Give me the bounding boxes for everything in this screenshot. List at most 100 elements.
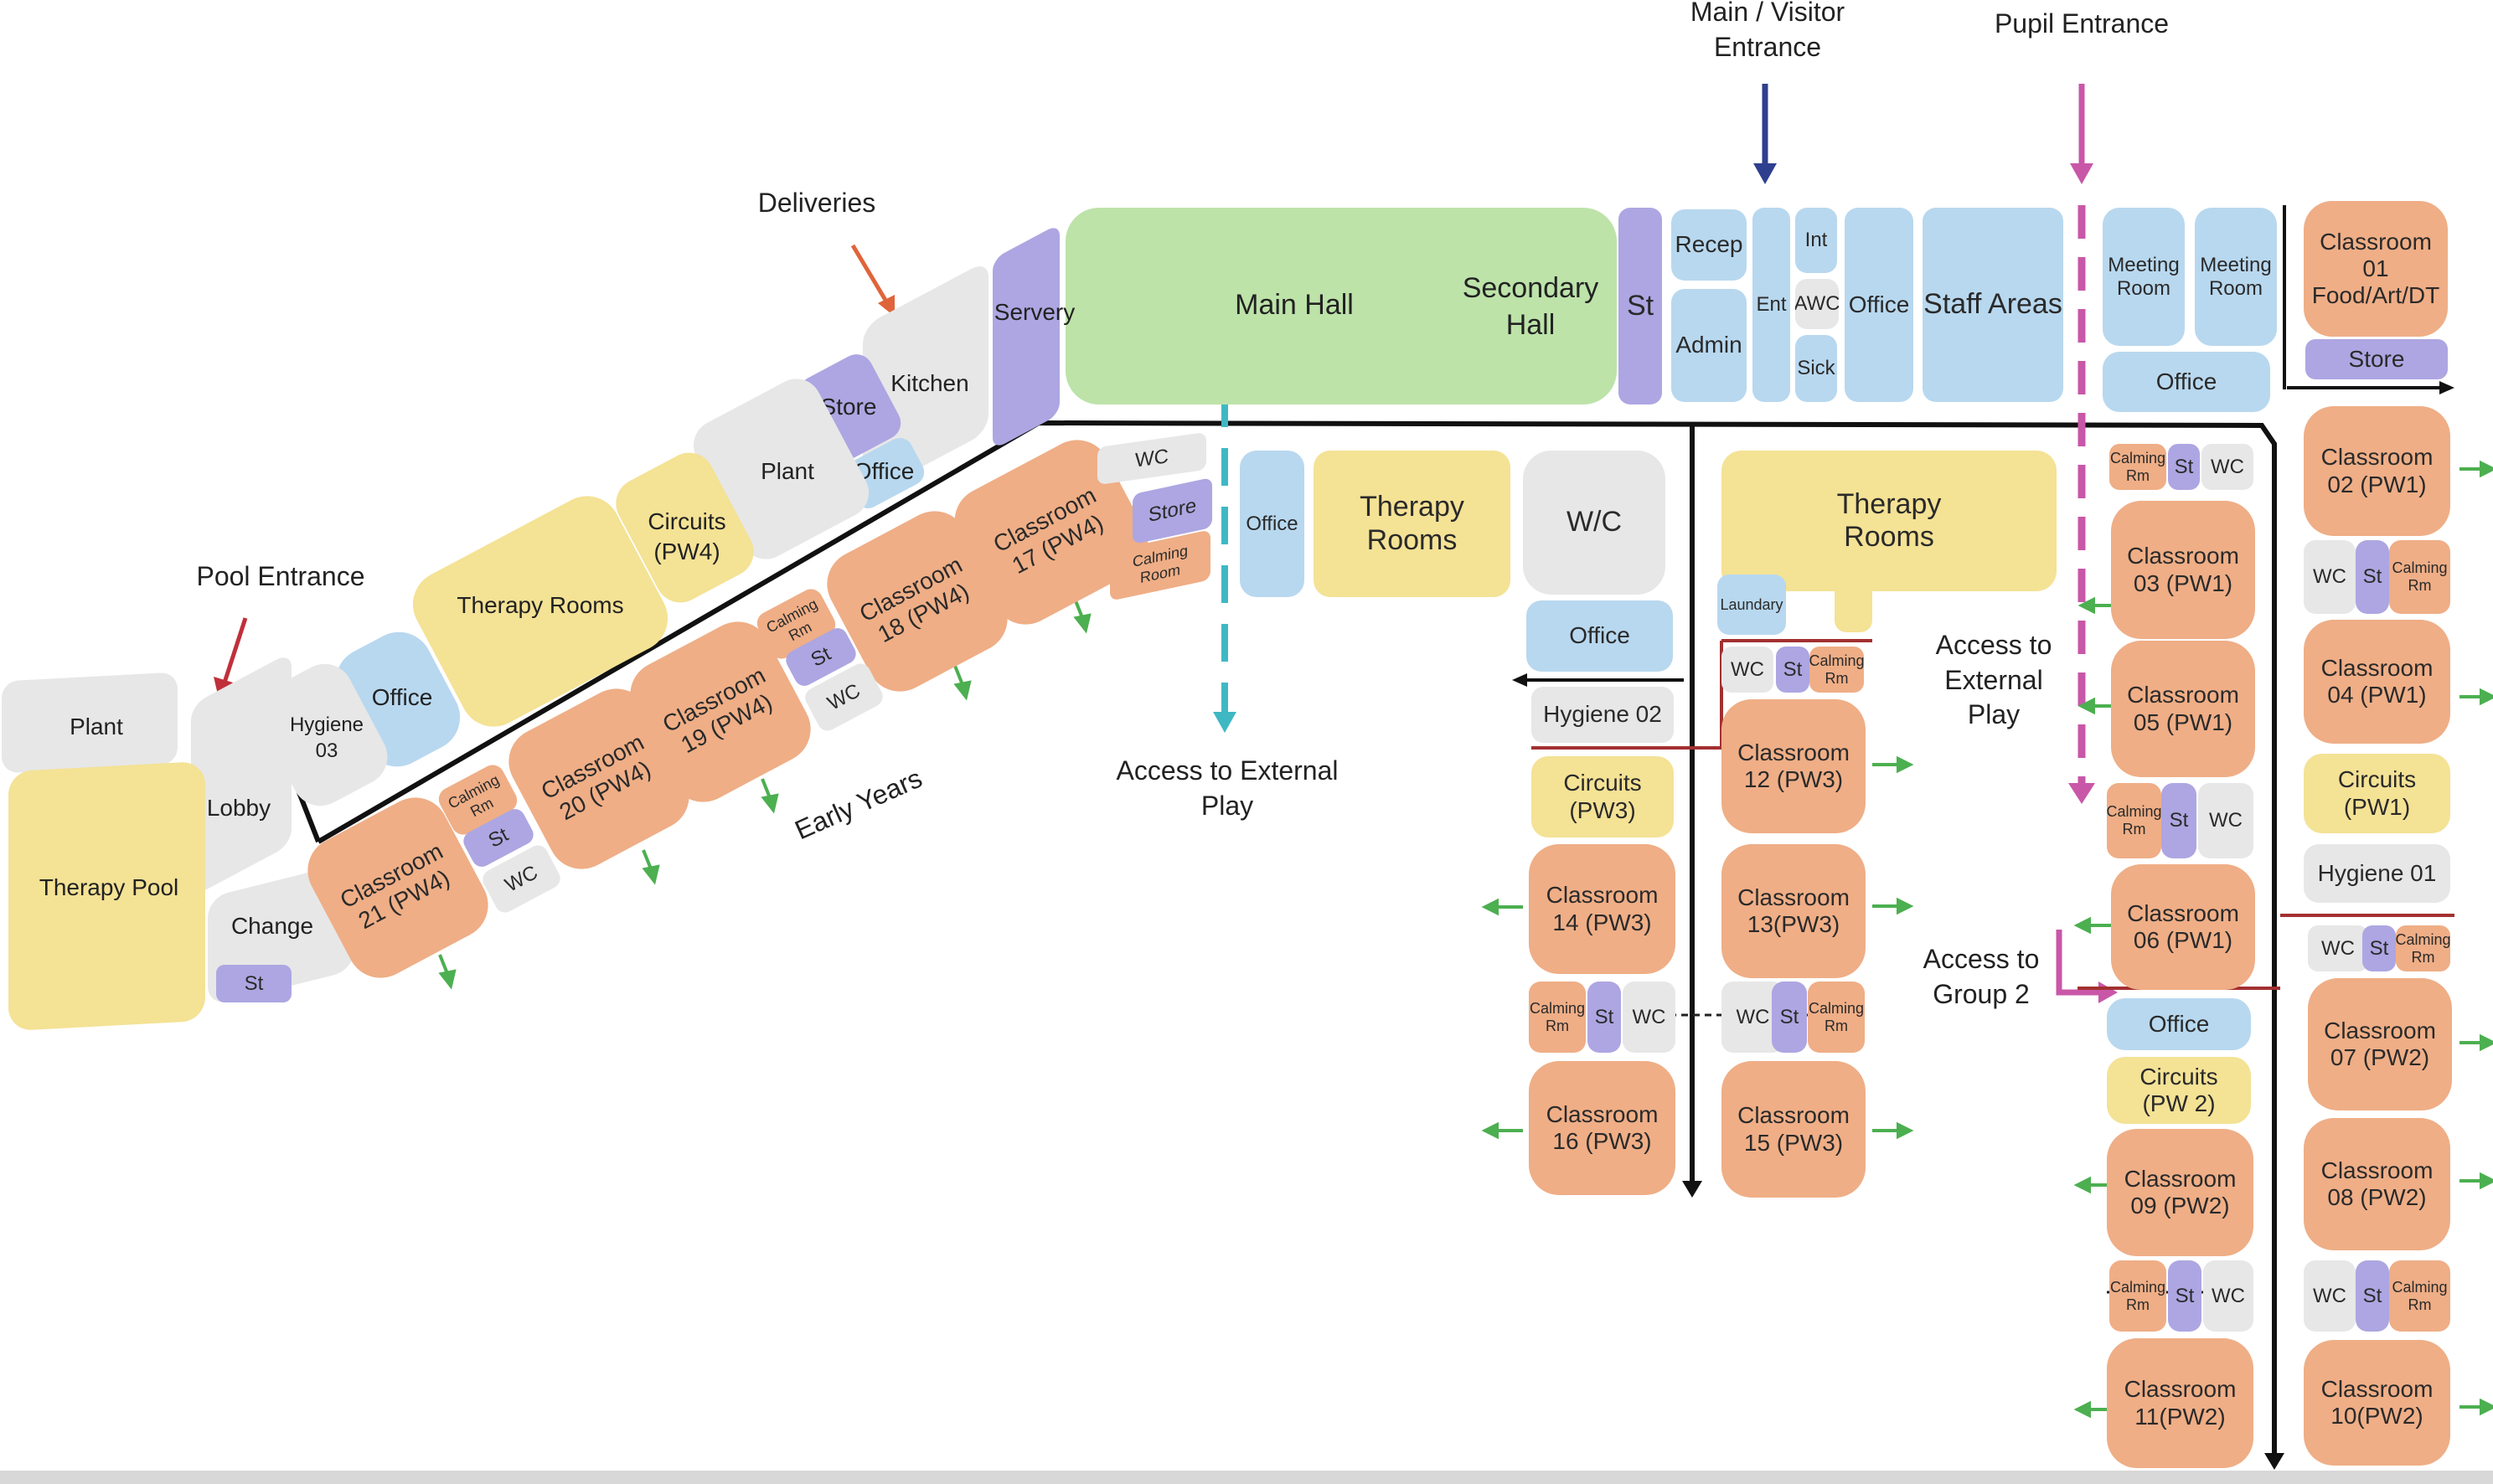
servery-label: Servery <box>994 299 1076 325</box>
store-room: St <box>2356 540 2389 614</box>
main-hall-label: Main Hall <box>1235 289 1354 321</box>
interview-room: Int <box>1795 208 1837 273</box>
hygiene-02: Hygiene 02 <box>1531 687 1674 743</box>
window-bottom-edge <box>0 1471 2493 1484</box>
office-room: Office <box>2107 998 2251 1050</box>
pupil-route-arrowhead <box>2068 783 2095 804</box>
pool-entrance-arrow <box>222 617 248 683</box>
circuits-pw3: Circuits(PW3) <box>1531 756 1674 837</box>
west-exit-arrowhead <box>1512 673 1527 687</box>
store-room: St <box>1618 208 1662 404</box>
corridor-arrowhead <box>2264 1453 2284 1470</box>
office-label: Office <box>371 684 433 710</box>
wc-room: WC <box>2308 925 2368 971</box>
wc-room: W/C <box>1523 451 1665 595</box>
store-room: St <box>2168 1260 2201 1332</box>
therapy-rooms-annex <box>1835 582 1872 632</box>
group-2-arrowhead <box>2098 982 2118 1003</box>
admin-room: Admin <box>1671 289 1747 402</box>
circuits-pw2: Circuits(PW 2) <box>2107 1057 2251 1124</box>
pool-entrance-label: Pool Entrance <box>196 561 365 591</box>
office-room: Office <box>1845 208 1913 402</box>
wc-room: WC <box>1623 982 1675 1053</box>
store-room: St <box>2362 925 2396 971</box>
store-room: Store <box>2305 339 2448 379</box>
staff-areas: Staff Areas <box>1923 208 2063 402</box>
pupil-entrance-label: Pupil Entrance <box>1994 8 2170 39</box>
store-room: St <box>2356 1260 2389 1332</box>
visitor-entrance-arrowhead <box>1753 163 1777 184</box>
wc-room: WC <box>2304 540 2356 614</box>
store-room: St <box>1587 982 1621 1053</box>
store-room: St <box>2161 783 2196 858</box>
kitchen-label: Kitchen <box>890 370 969 396</box>
pupil-entrance-arrowhead <box>2070 163 2093 184</box>
main-hall-block <box>1066 208 1617 404</box>
therapy-rooms-label: Therapy Rooms <box>457 592 624 618</box>
wc-room: WC <box>2201 444 2253 490</box>
reception-room: Recep <box>1671 209 1747 281</box>
deliveries-label: Deliveries <box>757 188 876 218</box>
store-room: St <box>1772 982 1807 1053</box>
office-room: Office <box>1526 600 1673 672</box>
laundry-room: Laundary <box>1717 575 1786 635</box>
store-room: St <box>2168 444 2200 490</box>
external-exit-arrows <box>438 460 2493 1419</box>
circuits-pw4-label: Circuits(PW4) <box>648 508 726 565</box>
entrance-lobby: Ent <box>1752 208 1790 402</box>
therapy-pool-label: Therapy Pool <box>39 874 179 900</box>
store-room: St <box>1776 647 1809 693</box>
deliveries-arrow <box>850 244 889 303</box>
accessible-wc: AWC <box>1795 279 1839 329</box>
wc-room: WC <box>2304 1260 2356 1332</box>
wc-room: WC <box>2198 783 2253 858</box>
corridor-arrowhead <box>1682 1181 1702 1198</box>
change-label: Change <box>230 913 314 939</box>
office-room: Office <box>2103 352 2270 412</box>
wc-room: WC <box>1721 647 1773 693</box>
plant-label: Plant <box>761 458 814 484</box>
lobby-label: Lobby <box>206 795 271 821</box>
hygiene-01: Hygiene 01 <box>2304 844 2450 903</box>
wc-room: WC <box>2203 1260 2253 1332</box>
group-2-arrow <box>2056 930 2103 996</box>
store-room: St <box>216 965 292 1002</box>
external-play-arrowhead <box>1213 712 1236 733</box>
office-room: Office <box>1240 451 1304 597</box>
servery <box>993 223 1060 451</box>
corridor-line <box>317 420 2277 1461</box>
east-exit-arrowhead <box>2439 381 2454 394</box>
